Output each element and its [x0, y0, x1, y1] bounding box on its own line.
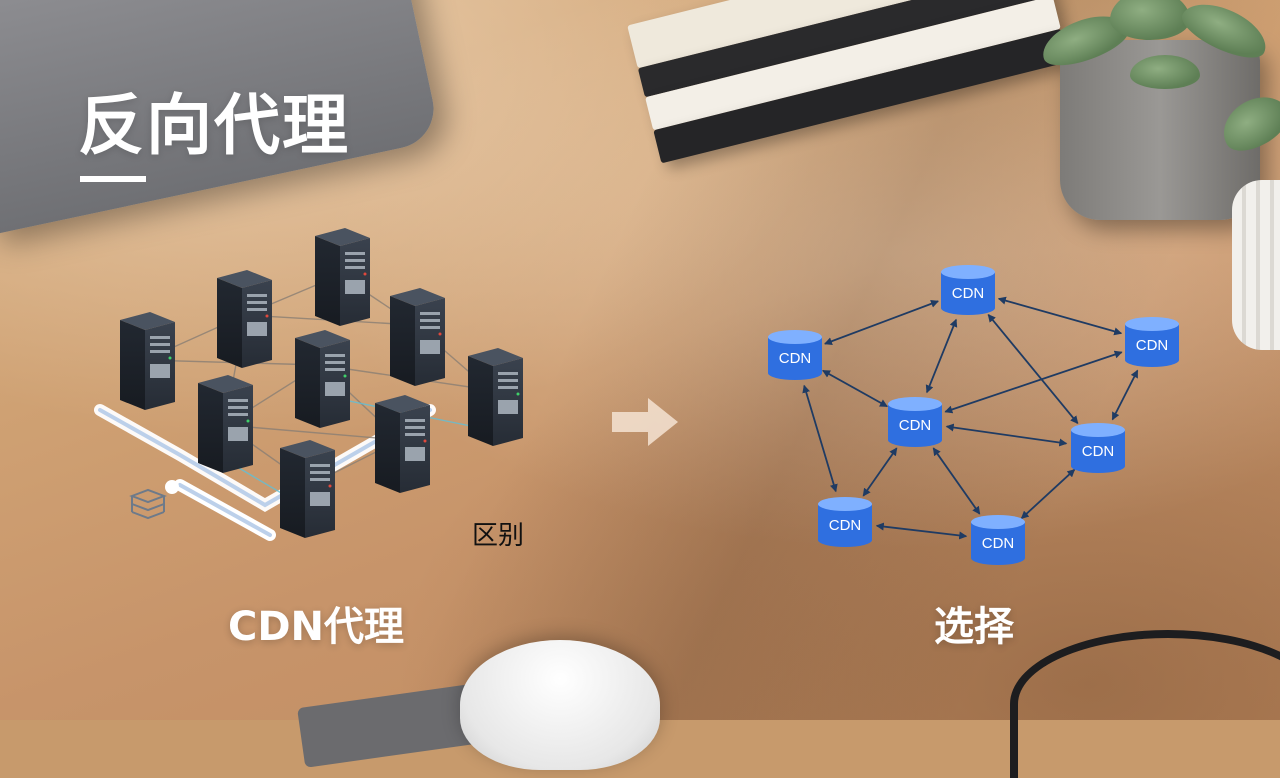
cdn-node-label: CDN [1082, 443, 1115, 460]
page-title: 反向代理 [78, 87, 350, 164]
cdn-link [997, 296, 1123, 336]
cdn-node: CDN [768, 330, 822, 380]
difference-label: 区别 [472, 521, 525, 551]
selection-caption: 选择 [934, 604, 1014, 650]
cdn-node: CDN [941, 265, 995, 315]
mouse-photo [460, 640, 660, 770]
cdn-link [875, 522, 968, 540]
server-rack [120, 312, 175, 410]
cdn-link [1020, 468, 1076, 520]
cdn-node: CDN [1071, 423, 1125, 473]
cdn-link [802, 384, 838, 493]
cdn-node-label: CDN [899, 417, 932, 434]
server-rack [315, 228, 370, 326]
succulent-leaf [1110, 0, 1190, 40]
cdn-link [862, 447, 898, 497]
cdn-link [925, 318, 958, 394]
cdn-node-label: CDN [952, 285, 985, 302]
cdn-link [1111, 369, 1139, 421]
cdn-node: CDN [971, 515, 1025, 565]
cdn-link [824, 299, 939, 346]
server-rack [375, 395, 430, 493]
succulent-leaf [1130, 55, 1200, 89]
cdn-node-label: CDN [982, 535, 1015, 552]
cdn-node-label: CDN [779, 350, 812, 367]
cdn-link [944, 350, 1123, 414]
cdn-link [932, 447, 981, 515]
cdn-link [987, 313, 1079, 425]
white-pot-photo [1232, 180, 1280, 350]
server-rack [390, 288, 445, 386]
cdn-link [822, 369, 888, 408]
cdn-node-label: CDN [1136, 337, 1169, 354]
cdn-node: CDN [818, 497, 872, 547]
cdn-network-diagram: CDN CDN CDN CDN CDN CDN CDN [768, 265, 1179, 565]
cdn-node-label: CDN [829, 517, 862, 534]
arrow-right-icon [612, 398, 678, 446]
server-rack [280, 440, 335, 538]
cdn-proxy-caption: CDN代理 [228, 604, 405, 650]
server-rack [468, 348, 523, 446]
server-rack [295, 330, 350, 428]
database-stack-icon [129, 488, 167, 520]
glasses-photo [1010, 630, 1280, 778]
server-rack [217, 270, 272, 368]
cdn-link [945, 423, 1068, 447]
server-cluster-illustration [94, 228, 523, 541]
title-underline [80, 176, 146, 182]
cdn-node: CDN [888, 397, 942, 447]
cdn-node: CDN [1125, 317, 1179, 367]
server-rack [198, 375, 253, 473]
